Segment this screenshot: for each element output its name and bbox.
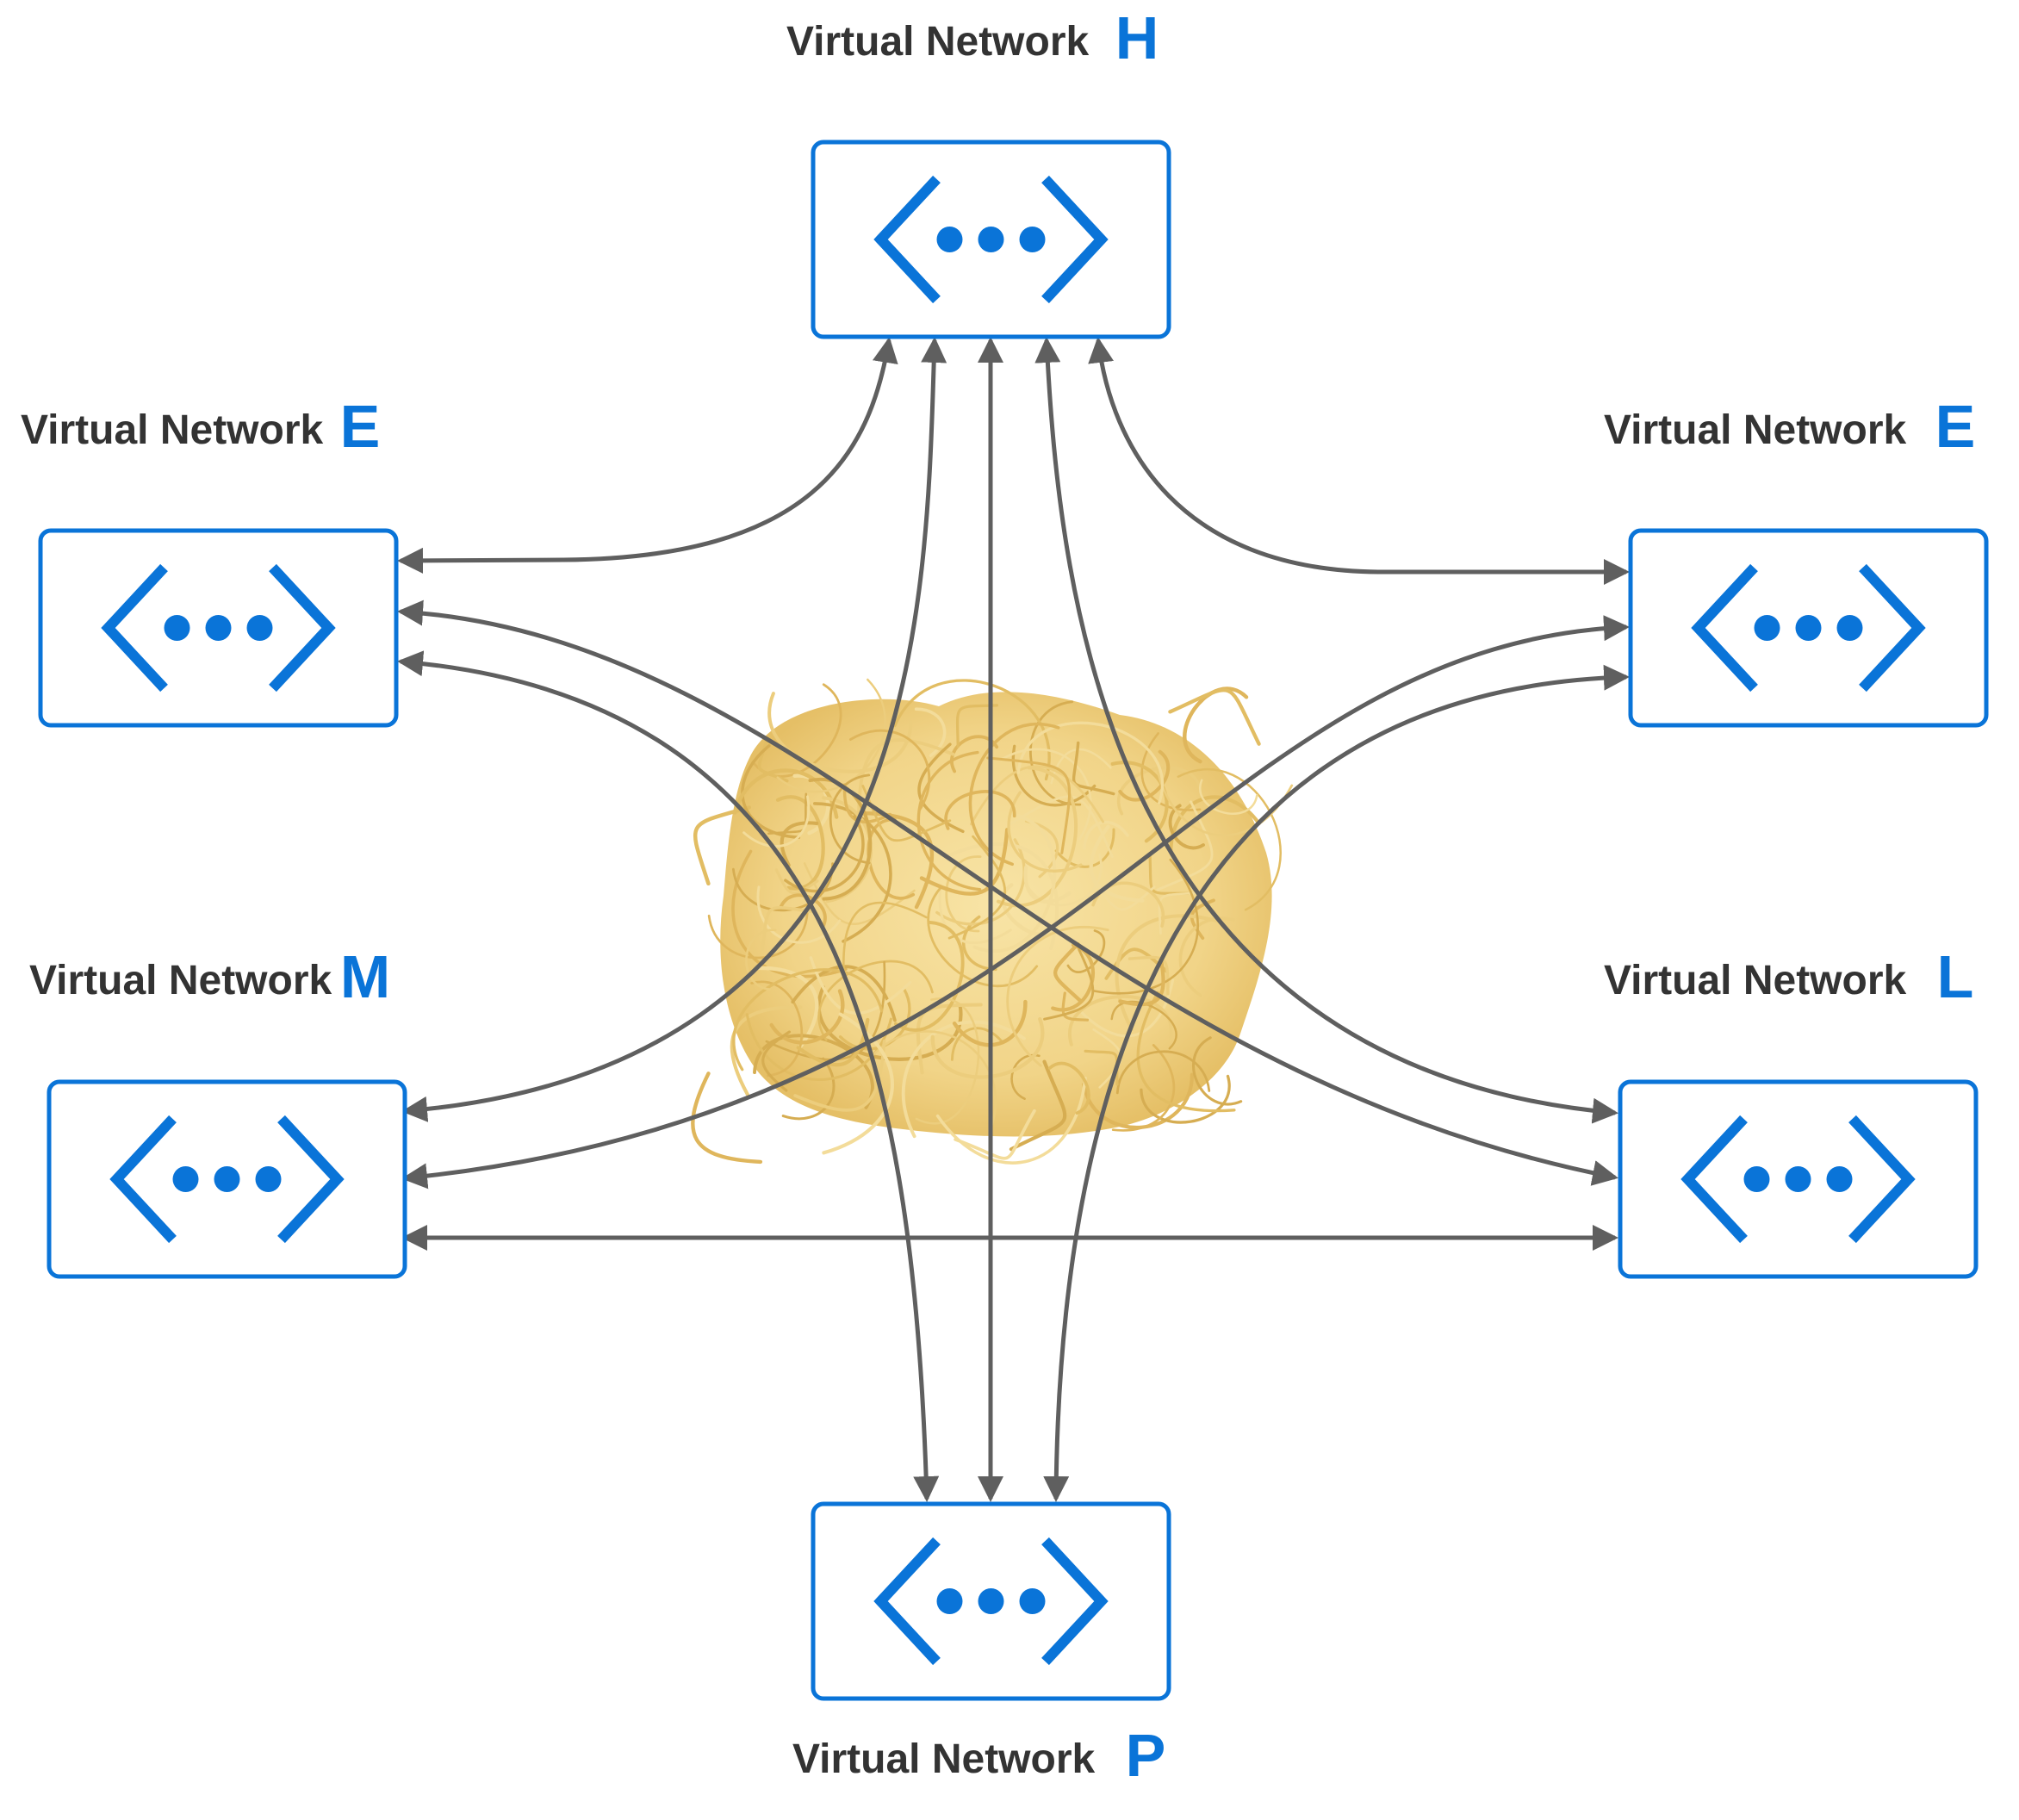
dot-icon xyxy=(246,615,273,641)
network-letter: E xyxy=(1935,393,1976,460)
dot-icon xyxy=(1785,1166,1811,1192)
network-label: Virtual Network xyxy=(21,407,324,453)
network-node-e-right[interactable]: Virtual Network E xyxy=(1604,393,1989,728)
network-node-l[interactable]: Virtual Network L xyxy=(1604,943,1979,1279)
network-node-h[interactable]: Virtual Network H xyxy=(786,4,1171,339)
chevron-left-icon xyxy=(109,1115,177,1244)
dot-icon xyxy=(205,615,232,641)
network-node-p[interactable]: Virtual Network P xyxy=(792,1501,1171,1789)
chevron-right-icon xyxy=(277,1115,345,1244)
dot-icon xyxy=(1743,1166,1770,1192)
network-label: Virtual Network xyxy=(29,958,332,1003)
dot-icon xyxy=(1754,615,1780,641)
chevron-right-icon xyxy=(1848,1115,1916,1244)
dot-icon xyxy=(164,615,190,641)
chevron-left-icon xyxy=(1691,563,1758,693)
network-node-e-left[interactable]: Virtual Network E xyxy=(21,393,399,728)
dot-icon xyxy=(1019,1588,1046,1614)
virtual-network-icon xyxy=(1691,563,1926,693)
chevron-right-icon xyxy=(269,563,336,693)
dot-icon xyxy=(978,1588,1004,1614)
virtual-network-icon xyxy=(109,1115,345,1244)
chevron-left-icon xyxy=(1680,1115,1748,1244)
dot-icon xyxy=(214,1166,240,1192)
dot-icon xyxy=(978,227,1004,252)
connector-h-e-left xyxy=(397,337,898,574)
network-letter: M xyxy=(340,943,390,1010)
virtual-network-icon xyxy=(873,175,1109,304)
connector-e-right-p xyxy=(1043,664,1630,1502)
dot-icon xyxy=(172,1166,199,1192)
chevron-left-icon xyxy=(873,175,941,304)
virtual-network-icon xyxy=(101,563,336,693)
network-label: Virtual Network xyxy=(1604,958,1907,1003)
chevron-right-icon xyxy=(1041,175,1109,304)
network-label: Virtual Network xyxy=(786,19,1090,65)
chevron-left-icon xyxy=(101,563,168,693)
dot-icon xyxy=(1836,615,1863,641)
connector-lines xyxy=(397,336,1631,1503)
virtual-network-icon xyxy=(1680,1115,1916,1244)
dot-icon xyxy=(936,227,963,252)
network-letter: E xyxy=(340,393,381,460)
dot-icon xyxy=(1826,1166,1853,1192)
dot-icon xyxy=(936,1588,963,1614)
network-label: Virtual Network xyxy=(792,1736,1096,1782)
network-letter: H xyxy=(1115,4,1159,71)
chevron-left-icon xyxy=(873,1537,941,1666)
chevron-right-icon xyxy=(1859,563,1926,693)
network-letter: P xyxy=(1126,1722,1166,1789)
spaghetti-strand xyxy=(691,1072,763,1165)
dot-icon xyxy=(255,1166,282,1192)
virtual-network-icon xyxy=(873,1537,1109,1666)
dot-icon xyxy=(1019,227,1046,252)
network-label: Virtual Network xyxy=(1604,407,1907,453)
network-letter: L xyxy=(1937,943,1974,1010)
chevron-right-icon xyxy=(1041,1537,1109,1666)
connector-h-e-right xyxy=(1088,337,1631,585)
dot-icon xyxy=(1795,615,1822,641)
